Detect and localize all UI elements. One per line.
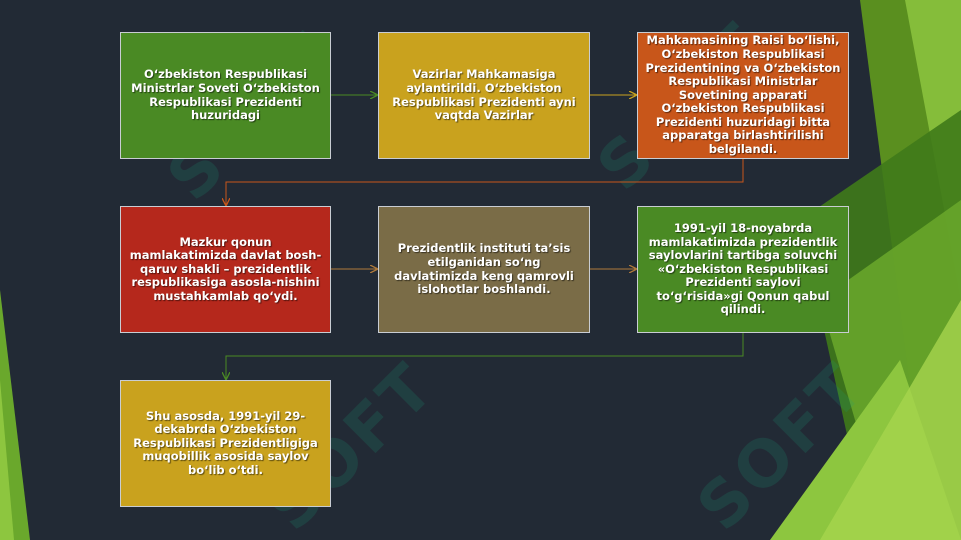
arrow-3-4 (226, 159, 744, 205)
flow-box-5: Prezidentlik instituti ta’sis etilganida… (378, 206, 590, 333)
flow-box-6: 1991-yil 18-noyabrda mamlakatimizda prez… (637, 206, 849, 333)
flow-box-2-text: Vazirlar Mahkamasiga aylantirildi. O‘zbe… (392, 67, 576, 123)
flow-box-7: Shu asosda, 1991-yil 29-dekabrda O‘zbeki… (120, 380, 331, 507)
flow-box-3-text: Mahkamasining Raisi bo‘lishi, O‘zbekisto… (645, 33, 841, 157)
flow-box-3: Mahkamasining Raisi bo‘lishi, O‘zbekisto… (637, 32, 849, 159)
flow-box-4: Mazkur qonun mamlakatimizda davlat bosh-… (120, 206, 331, 333)
arrow-6-7 (226, 333, 744, 379)
flow-box-5-text: Prezidentlik instituti ta’sis etilganida… (394, 241, 574, 297)
flow-box-6-text: 1991-yil 18-noyabrda mamlakatimizda prez… (648, 220, 838, 317)
flow-box-4-text: Mazkur qonun mamlakatimizda davlat bosh-… (129, 234, 322, 303)
flow-box-1-text: O‘zbekiston Respublikasi Ministrlar Sove… (131, 67, 320, 123)
flow-box-2: Vazirlar Mahkamasiga aylantirildi. O‘zbe… (378, 32, 590, 159)
flow-box-1: O‘zbekiston Respublikasi Ministrlar Sove… (120, 32, 331, 159)
flow-box-7-text: Shu asosda, 1991-yil 29-dekabrda O‘zbeki… (133, 408, 318, 477)
